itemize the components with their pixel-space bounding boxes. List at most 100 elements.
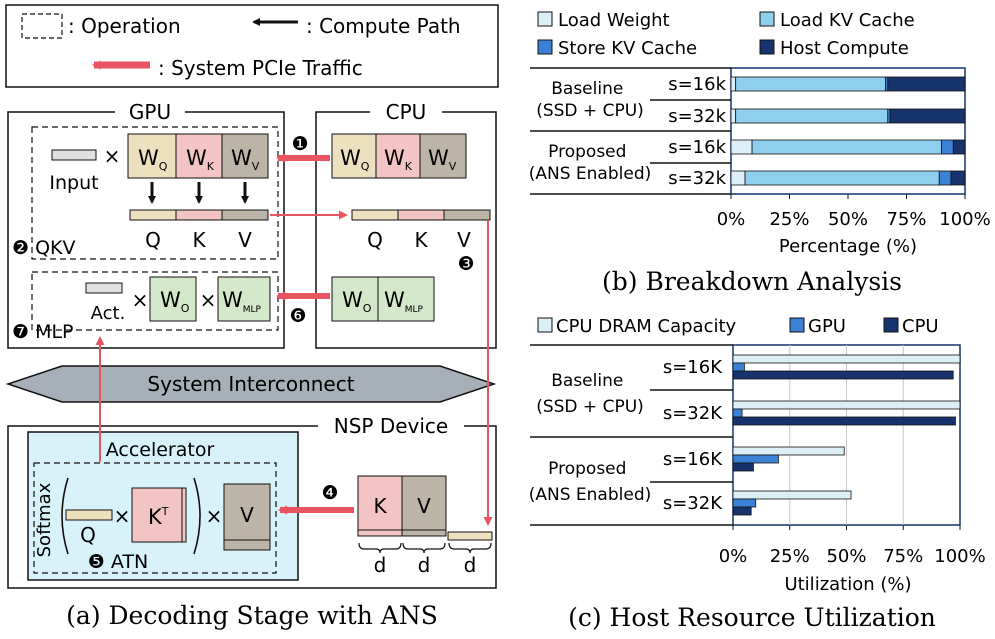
cpu-wk-label: W: [384, 146, 405, 170]
gpu-wv-label: W: [231, 146, 252, 170]
legend-c-swatch-gpu: [789, 317, 805, 333]
operation-legend-symbol: [21, 13, 63, 39]
atn-kt-label: K: [148, 505, 163, 529]
cpu-wk-block: [375, 133, 421, 179]
tick-b-label-2: 50%: [828, 209, 868, 230]
bar-b-load-weight-2: [730, 139, 753, 155]
left-paren: [61, 477, 69, 555]
bar-b-host-compute-1: [889, 108, 966, 124]
d-label-3: d: [464, 553, 477, 577]
tick-b-label-3: 75%: [886, 209, 926, 230]
right-paren: [193, 477, 201, 555]
gpu-wv-sub: V: [252, 160, 260, 173]
gpu-wq-label: W: [138, 146, 159, 170]
cpu-wmlp-block: [377, 276, 435, 322]
bar-c-cpu-0: [732, 370, 954, 380]
tick-c-label-1: 25%: [770, 546, 810, 567]
atn-times-1: ×: [114, 504, 131, 528]
svg-text:WV: WV: [428, 146, 457, 173]
nsp-new-v-vector: [447, 531, 493, 541]
group-c-baseline-line1: Baseline: [551, 371, 623, 391]
compute-path-legend-label: : Compute Path: [306, 14, 461, 38]
legend-b-swatch-store-kv: [537, 39, 553, 55]
atn-kt-sup: T: [161, 505, 169, 518]
group-b-baseline: Baseline (SSD + CPU): [536, 79, 644, 121]
svg-text:WMLP: WMLP: [222, 288, 262, 315]
cpu-wk-sub: K: [405, 160, 413, 173]
mlp-operation-box: [31, 271, 279, 331]
step5-atn-label: ❺ ATN: [88, 551, 148, 573]
system-interconnect-label: System Interconnect: [147, 372, 354, 396]
gpu-k-vector: [175, 209, 223, 221]
step1-marker: ❶: [291, 133, 308, 155]
d-label-2: d: [418, 553, 431, 577]
step6-marker: ❻: [289, 305, 306, 327]
bar-c-cpu-3: [732, 506, 752, 516]
panel-a: GPU CPU Input × WQ WK WV Q K V ❷ QKV: [5, 100, 497, 630]
group-b-proposed: Proposed (ANS Enabled): [529, 142, 652, 184]
tick-b-label-1: 25%: [769, 209, 809, 230]
cpu-v-vector: [443, 209, 491, 221]
category-c-label-0: s=16K: [663, 357, 723, 378]
legend-b-label-store-kv: Store KV Cache: [558, 38, 697, 59]
cpu-wo-label: W: [342, 288, 363, 312]
legend-c-label-dram: CPU DRAM Capacity: [556, 316, 737, 337]
legend-c-label-cpu: CPU: [902, 316, 939, 337]
diagram-legend: : Operation : Compute Path : System PCIe…: [5, 4, 499, 88]
mlp-times-2: ×: [200, 288, 217, 312]
bar-c-cpu-dram-capacity-3: [732, 490, 852, 500]
svg-text:WK: WK: [186, 146, 215, 173]
input-vector: [51, 149, 97, 161]
bar-b-load-kv-cache-2: [751, 139, 942, 155]
bar-b-host-compute-0: [887, 76, 966, 92]
bar-b-load-weight-1: [730, 108, 737, 124]
xlabel-c: Utilization (%): [784, 574, 911, 595]
tick-c-label-2: 50%: [826, 546, 866, 567]
gpu-wq-sub: Q: [159, 160, 168, 173]
bar-b-load-kv-cache-1: [735, 108, 889, 124]
bar-b-load-kv-cache-0: [735, 76, 886, 92]
softmax-label: Softmax: [34, 482, 55, 557]
bar-c-gpu-0: [732, 362, 745, 372]
category-b-label-0: s=16k: [668, 74, 726, 95]
category-c-label-3: s=32K: [663, 493, 723, 514]
tick-c-label-3: 75%: [883, 546, 923, 567]
tick-b-label-4: 100%: [939, 209, 990, 230]
gpu-wk-sub: K: [207, 160, 215, 173]
svg-text:KT: KT: [148, 505, 169, 529]
legend-b-swatch-load-kv: [759, 11, 775, 27]
nsp-k-cache: [357, 475, 403, 537]
atn-v-block: [223, 483, 271, 551]
legend-c-swatch-cpu: [883, 317, 899, 333]
bar-c-gpu-2: [732, 454, 779, 464]
brace-d2: [402, 542, 446, 554]
cpu-v-letter: V: [457, 228, 471, 252]
act-label: Act.: [91, 303, 126, 324]
bar-c-cpu-dram-capacity-0: [732, 354, 961, 364]
cpu-wv-block: [419, 133, 467, 179]
tick-c-label-0: 0%: [719, 546, 748, 567]
group-c-proposed: Proposed (ANS Enabled): [529, 459, 652, 505]
atn-v-label: V: [240, 503, 254, 527]
cpu-wo-block: [331, 276, 379, 322]
legend-b-swatch-host: [759, 39, 775, 55]
step2-qkv-label: ❷ QKV: [12, 237, 76, 259]
brace-d3: [448, 542, 492, 554]
cpu-wmlp-sub: MLP: [405, 305, 424, 315]
cpu-wv-sub: V: [449, 160, 457, 173]
gpu-q-vector: [129, 209, 177, 221]
pcie-legend-label: : System PCIe Traffic: [158, 56, 363, 80]
svg-text:WV: WV: [231, 146, 260, 173]
group-c-proposed-line2: (ANS Enabled): [529, 485, 652, 505]
nsp-device-title: NSP Device: [334, 414, 448, 438]
gpu-wo-sub: O: [181, 302, 190, 315]
group-b-proposed-line1: Proposed: [548, 142, 626, 162]
legend-b-label-load-weight: Load Weight: [558, 10, 670, 31]
legend-b-swatch-load-weight: [537, 11, 553, 27]
category-b-label-2: s=16k: [668, 137, 726, 158]
legend-c-swatch-dram: [537, 317, 553, 333]
bar-b-load-weight-3: [730, 170, 746, 186]
gpu-wo-label: W: [160, 288, 181, 312]
brace-d1: [358, 542, 402, 554]
